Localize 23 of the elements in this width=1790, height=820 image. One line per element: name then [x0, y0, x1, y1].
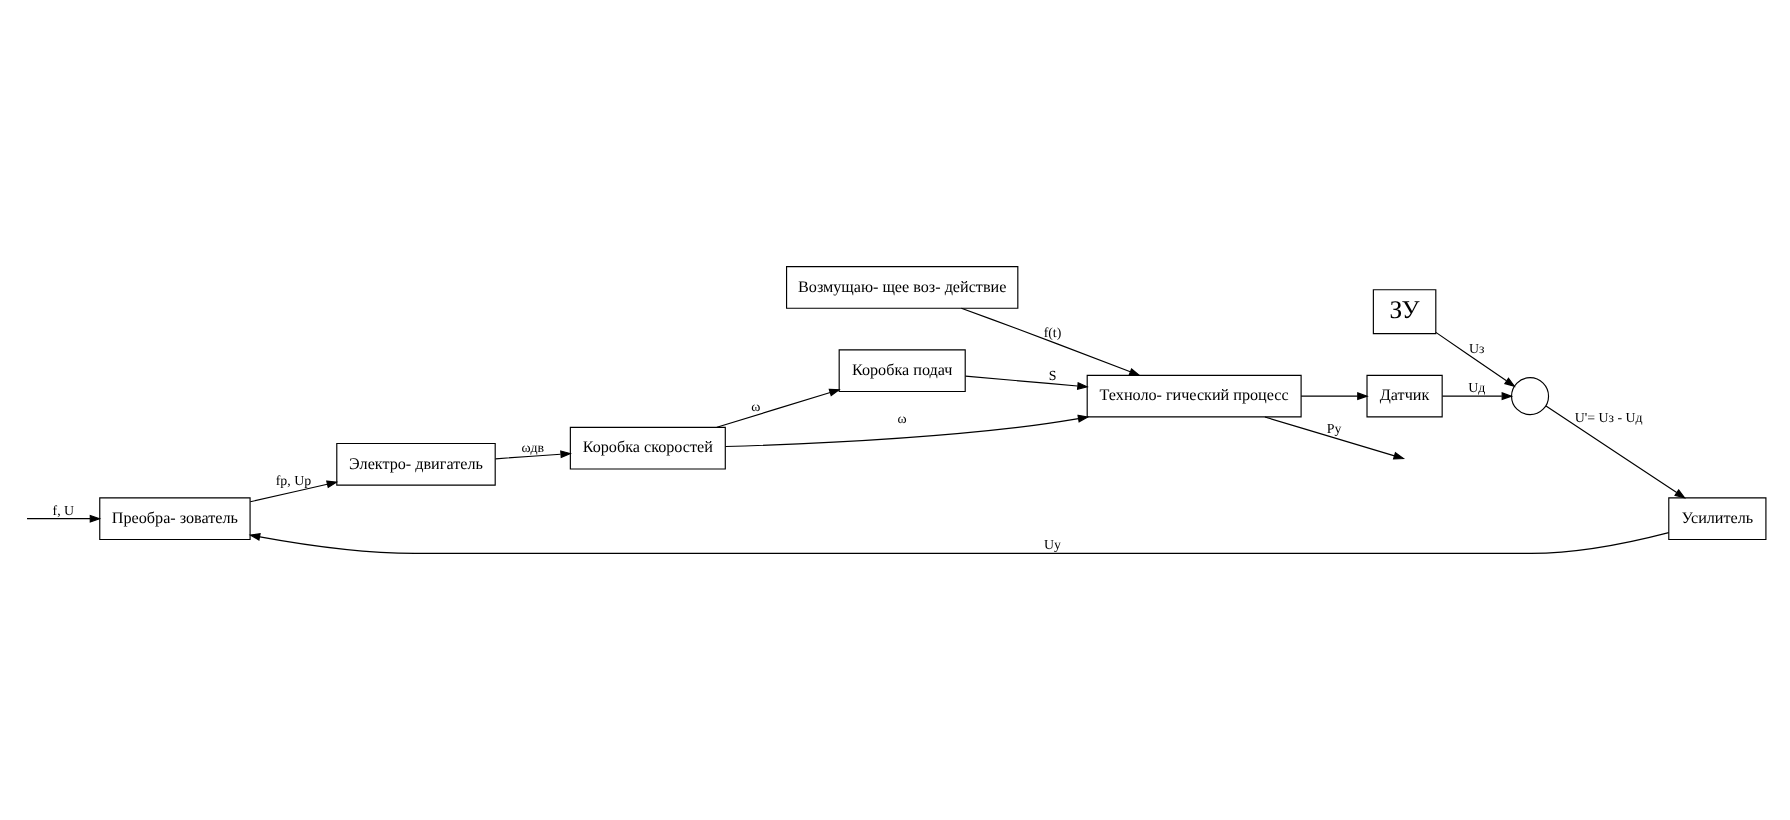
arrow [1434, 331, 1515, 388]
arrow [963, 375, 1088, 390]
node-box: Возмущаю- щее воз- действие [785, 266, 1018, 309]
arrow [715, 388, 840, 428]
arrow [1263, 416, 1405, 460]
node-box: Техноло- гический процесс [1085, 374, 1301, 418]
arrow [1440, 392, 1513, 401]
node-box: Датчик [1365, 374, 1442, 418]
arrow [1299, 392, 1368, 401]
arrow [25, 514, 101, 523]
arrow [248, 480, 338, 503]
arrow [723, 414, 1089, 448]
arrow [1544, 405, 1685, 499]
arrow [493, 450, 571, 460]
node-box: Электро- двигатель [335, 442, 495, 486]
arrow [959, 307, 1140, 376]
node-box: Усилитель [1667, 497, 1766, 541]
arrow [247, 532, 1669, 554]
node-circle [1509, 377, 1549, 416]
node-box: ЗУ [1371, 289, 1436, 335]
node-box: Коробка скоростей [568, 426, 725, 470]
node-box: Коробка подач [837, 349, 965, 393]
node-box: Преобра- зователь [98, 497, 250, 541]
